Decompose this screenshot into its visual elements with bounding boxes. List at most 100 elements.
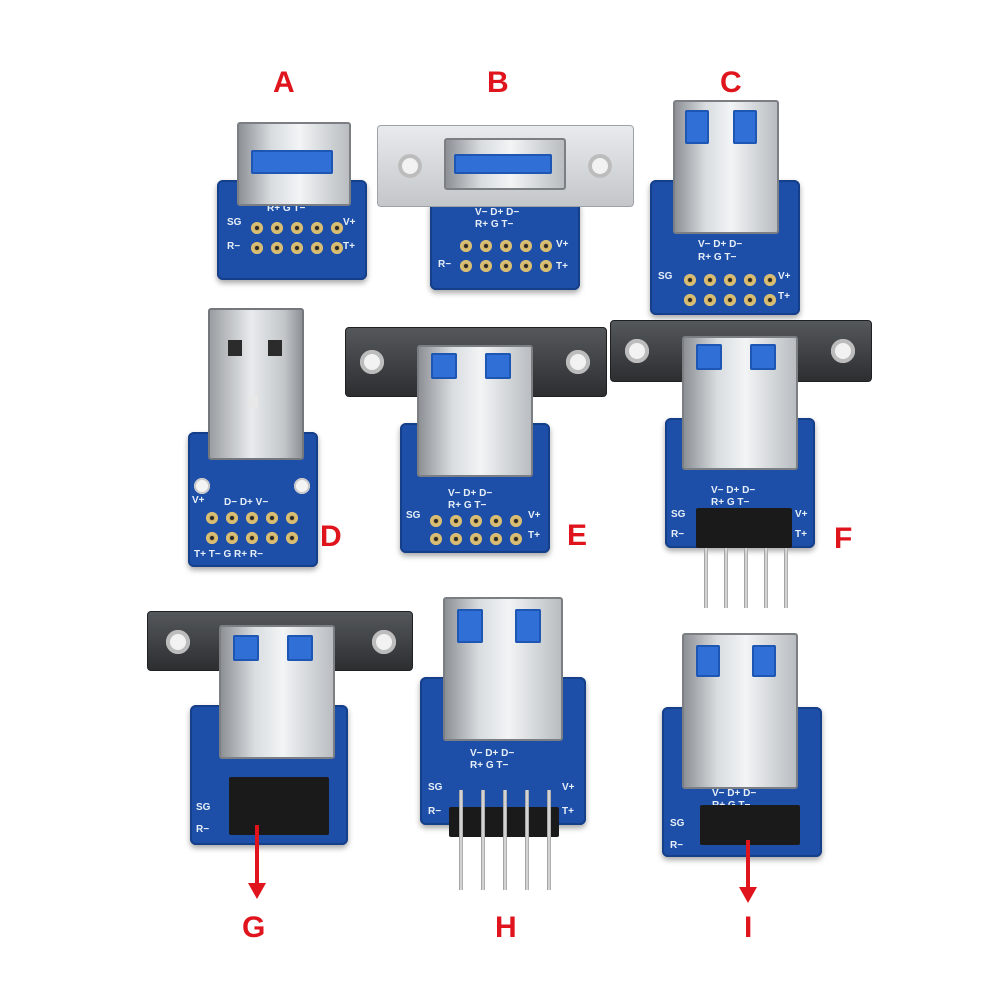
pad [251, 242, 263, 254]
pad [470, 533, 482, 545]
silk-t-plus: T+ [795, 529, 807, 540]
usb-tongue [685, 110, 709, 144]
pad [724, 274, 736, 286]
header-pin [459, 790, 463, 890]
usb-a-receptacle-vertical [673, 100, 779, 234]
pad [430, 515, 442, 527]
silk-v-plus: V+ [343, 217, 356, 228]
bracket-hole [166, 630, 190, 654]
pcb-board: V− D+ D− R+ G T− R− V+ T+ [430, 200, 580, 290]
silk-r-minus: R− [227, 241, 241, 252]
pad [764, 274, 776, 286]
bracket-hole [398, 154, 422, 178]
pad [430, 533, 442, 545]
pad [271, 222, 283, 234]
label-c: C [720, 66, 742, 99]
pad [500, 240, 512, 252]
silk-sg: SG [670, 818, 685, 829]
pad [490, 533, 502, 545]
pad [704, 274, 716, 286]
header-pin [724, 548, 728, 608]
module-a: A V− D+ D− R+ G T− SG R− V+ T+ [215, 60, 385, 290]
header-pin [503, 790, 507, 890]
silk-pin-names-top: V− D+ D− [448, 488, 493, 499]
label-e: E [567, 519, 588, 552]
silk-t-plus: T+ [556, 261, 568, 272]
plug-window [250, 396, 258, 408]
pad [744, 274, 756, 286]
usb-tongue [251, 150, 333, 174]
module-d: D V+ D− D+ V− T+ T− G R+ R− [180, 300, 360, 580]
usb-tongue [454, 154, 552, 174]
usb-a-receptacle-vertical [219, 625, 335, 759]
pad [226, 512, 238, 524]
silk-t-plus: T+ [528, 530, 540, 541]
pad [311, 242, 323, 254]
silk-pin-names-top: V− D+ D− [475, 207, 520, 218]
header-pin [525, 790, 529, 890]
pad [291, 222, 303, 234]
silk-pin-names-mid: R+ G T− [698, 252, 737, 263]
bracket-hole [566, 350, 590, 374]
pad [291, 242, 303, 254]
silk-sg: SG [658, 271, 673, 282]
pad [251, 222, 263, 234]
usb-tongue [457, 609, 483, 643]
usb-tongue [287, 635, 313, 661]
right-angle-pin-header [700, 805, 800, 845]
pad [226, 532, 238, 544]
pad [724, 294, 736, 306]
pad [510, 515, 522, 527]
pad [540, 240, 552, 252]
silk-pin-names-mid: R+ G T− [711, 497, 750, 508]
usb-tongue [515, 609, 541, 643]
pad [266, 512, 278, 524]
silk-pin-names-mid: R+ G T− [267, 203, 306, 214]
silk-pin-names-d-top: D− D+ V− [224, 497, 269, 508]
usb-a-receptacle-vertical [417, 345, 533, 477]
arrow-head-icon [739, 887, 757, 903]
pad [271, 242, 283, 254]
pad [460, 260, 472, 272]
pad [450, 515, 462, 527]
arrow-line [746, 840, 750, 890]
pad [460, 240, 472, 252]
silk-v-plus: V+ [778, 271, 791, 282]
usb-a-receptacle [444, 138, 566, 190]
bracket-hole [831, 339, 855, 363]
label-b: B [487, 66, 509, 99]
silk-pin-names-top: V− D+ D− [698, 239, 743, 250]
silk-pin-names-mid: R+ G T− [470, 760, 509, 771]
pad [704, 294, 716, 306]
pad [500, 260, 512, 272]
pad [480, 240, 492, 252]
pad [684, 294, 696, 306]
pad [286, 532, 298, 544]
label-h: H [495, 911, 517, 944]
mount-hole [294, 478, 310, 494]
usb-tongue [733, 110, 757, 144]
silk-pin-names-mid: R+ G T− [475, 219, 514, 230]
pad [206, 512, 218, 524]
silk-t-plus: T+ [343, 241, 355, 252]
silk-sg: SG [428, 782, 443, 793]
right-angle-pin-header [229, 777, 329, 835]
arrow-head-icon [248, 883, 266, 899]
pin-header [696, 508, 792, 548]
module-f: F V− D+ D− R+ G T− SG R− V+ T+ [610, 318, 872, 618]
silk-pin-names-d-bottom: T+ T− G R+ R− [194, 549, 263, 560]
pad [480, 260, 492, 272]
usb-tongue [485, 353, 511, 379]
header-pin [704, 548, 708, 608]
label-g: G [242, 911, 266, 944]
plug-window [228, 340, 242, 356]
bracket-hole [625, 339, 649, 363]
label-d: D [320, 520, 342, 553]
pad [331, 222, 343, 234]
silk-v-plus: V+ [528, 510, 541, 521]
usb-tongue [431, 353, 457, 379]
silk-t-plus: T+ [562, 806, 574, 817]
module-c: C V− D+ D− R+ G T− SG V+ T+ [645, 60, 875, 320]
header-pin [764, 548, 768, 608]
module-e: E V− D+ D− R+ G T− SG V+ T+ [345, 325, 607, 575]
